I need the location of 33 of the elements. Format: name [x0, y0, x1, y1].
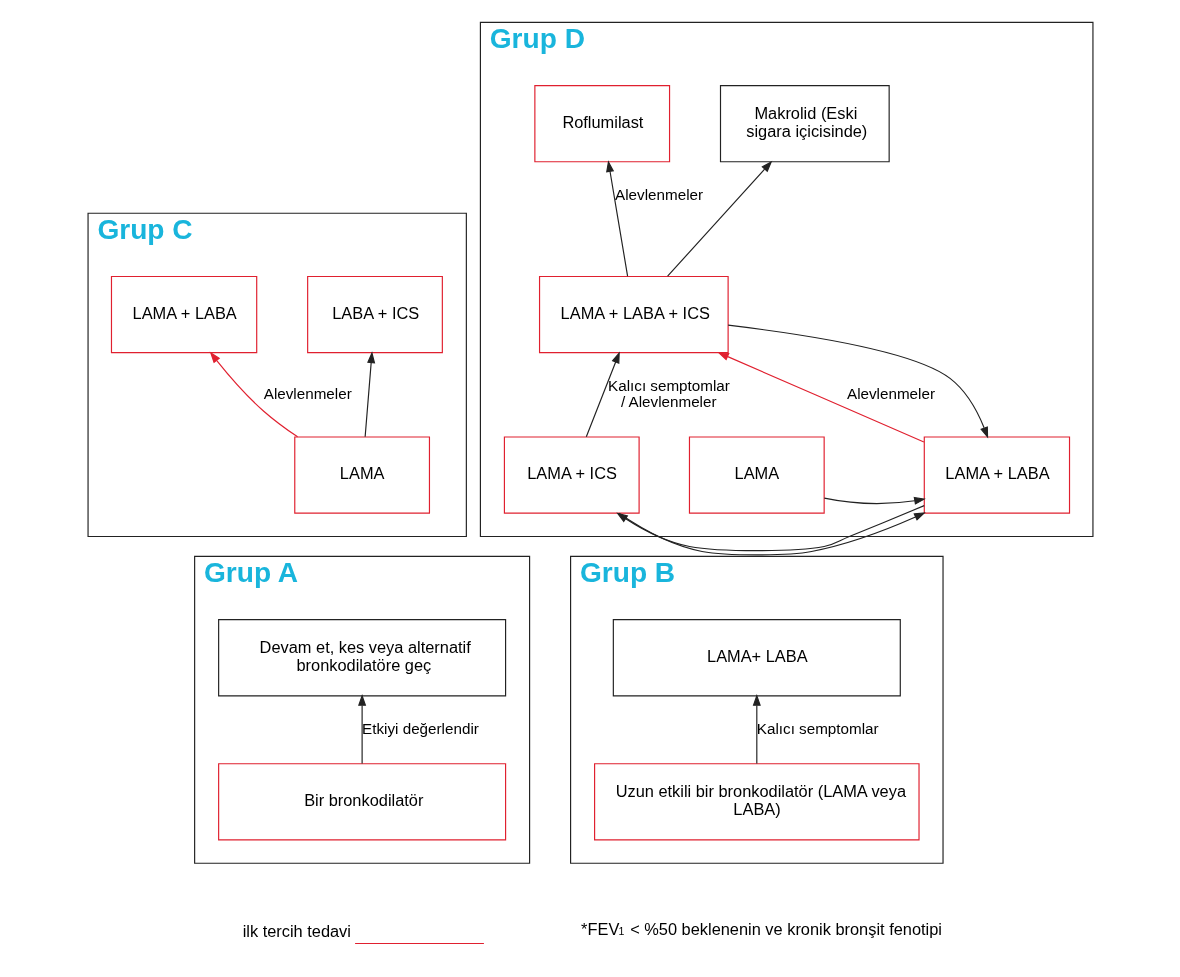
node-box: LAMA + LABA + ICS [538, 275, 729, 354]
node-box: LAMA + LABA [110, 275, 257, 354]
node-box: LAMA + LABA [923, 436, 1070, 514]
edge-label: Etkiyi değerlendir [361, 719, 479, 737]
arrow [364, 351, 375, 438]
edge-label: Alevlenmeler [614, 185, 703, 203]
node-box: LAMA+ LABA [612, 619, 901, 697]
arrow [585, 351, 620, 438]
arrow [823, 496, 926, 505]
edge-label: Alevlenmeler [846, 384, 935, 402]
arrow [666, 160, 772, 277]
arrow [605, 160, 628, 277]
node-box: LAMA + ICS [503, 436, 640, 514]
arrow [357, 694, 366, 764]
arrow [716, 352, 924, 443]
label: *FEV1 < %50 beklenenin ve kronik bronşit fenotipi [580, 919, 942, 938]
node-box: LAMA [688, 436, 825, 514]
node-box: Uzun etkili bir bronkodilatör (LAMA veya LABA) [593, 763, 920, 841]
edge-label: Kalıcı semptomlar [756, 719, 879, 737]
node-box: LAMA [293, 436, 430, 514]
arrow [752, 694, 761, 764]
node-box: Roflumilast [533, 85, 670, 163]
edge-label: Kalıcı semptomlar / Alevlenmeler [607, 376, 730, 410]
arrow [209, 351, 298, 438]
node-box: Bir bronkodilatör [217, 763, 506, 841]
node-box: Devam et, kes veya alternatif bronkodilatöre geç [217, 619, 506, 697]
legend-label: ilk tercih tedavi [242, 921, 351, 940]
arrow [727, 324, 988, 439]
arrow [617, 512, 926, 556]
edge-label: Alevlenmeler [263, 384, 352, 402]
arrow [615, 505, 925, 552]
node-box: LABA + ICS [306, 275, 443, 354]
node-box: Makrolid (Eski sigara içicisinde) [719, 85, 890, 163]
